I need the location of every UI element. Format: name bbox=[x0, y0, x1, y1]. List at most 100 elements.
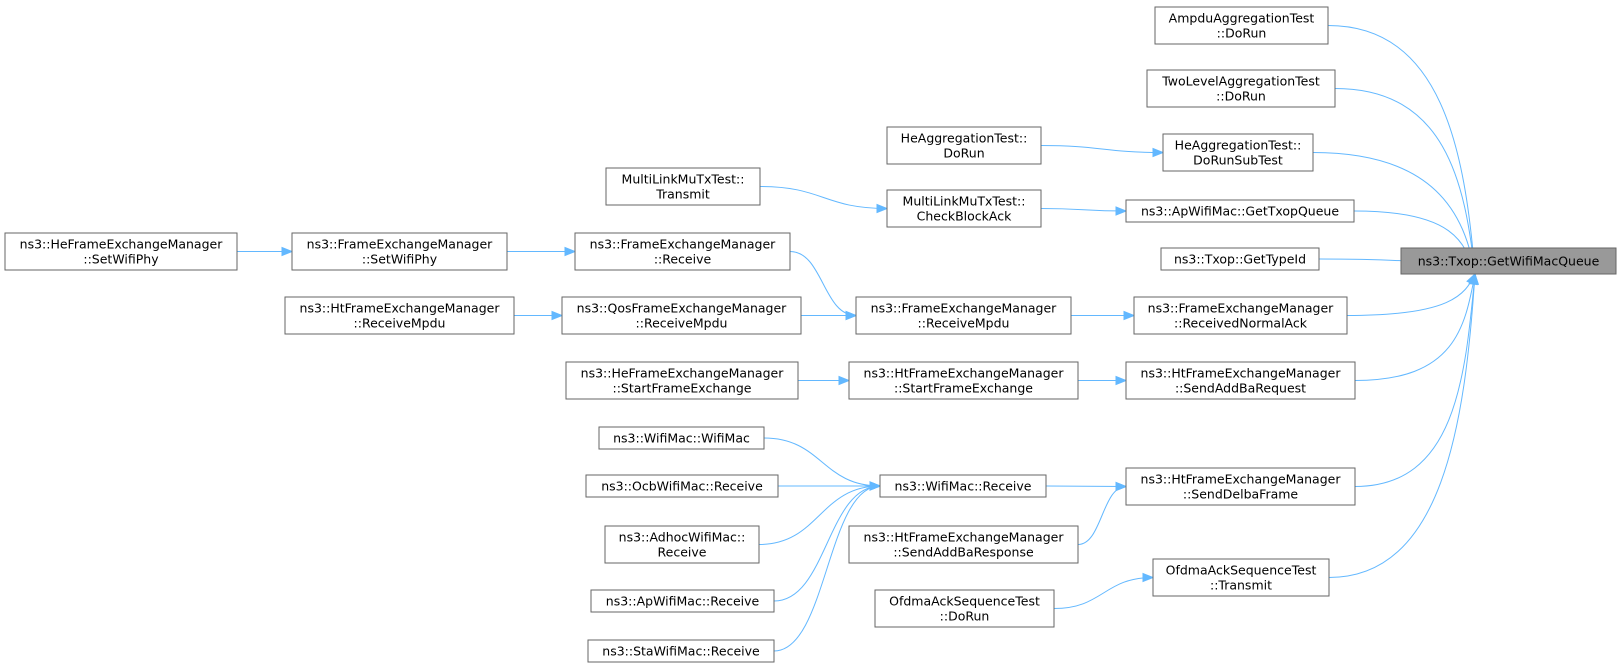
node-label-line: AmpduAggregationTest bbox=[1169, 11, 1315, 26]
arrowhead bbox=[838, 375, 851, 386]
node-ofdma-dorun[interactable]: OfdmaAckSequenceTest::DoRun bbox=[874, 589, 1055, 628]
node-box bbox=[605, 167, 761, 206]
node-label-line: ns3::QosFrameExchangeManager bbox=[577, 301, 787, 316]
node-wifimac-ctor[interactable]: ns3::WifiMac::WifiMac bbox=[598, 426, 765, 450]
node-label-line: MultiLinkMuTxTest:: bbox=[622, 172, 745, 187]
node-hefem-start[interactable]: ns3::HeFrameExchangeManager::StartFrameE… bbox=[565, 361, 799, 400]
node-wifimac-receive[interactable]: ns3::WifiMac::Receive bbox=[879, 474, 1047, 498]
node-label-line: ns3::HtFrameExchangeManager bbox=[300, 301, 501, 316]
node-label-line: ::ReceiveMpdu bbox=[636, 316, 728, 331]
node-apgettxop[interactable]: ns3::ApWifiMac::GetTxopQueue bbox=[1125, 199, 1355, 223]
node-label-line: ::SendDelbaFrame bbox=[1183, 487, 1299, 502]
node-hedorun[interactable]: HeAggregationTest::DoRun bbox=[886, 126, 1042, 165]
node-label-line: ns3::FrameExchangeManager bbox=[871, 301, 1057, 316]
node-box bbox=[1152, 558, 1330, 597]
arrowhead bbox=[845, 310, 858, 321]
edge-hefem-setphy-to-fem-setphy bbox=[237, 246, 294, 257]
node-hesubtest[interactable]: HeAggregationTest::DoRunSubTest bbox=[1162, 133, 1314, 172]
node-label-line: ns3::StaWifiMac::Receive bbox=[602, 644, 760, 659]
node-ap-receive[interactable]: ns3::ApWifiMac::Receive bbox=[590, 589, 775, 613]
node-label-line: ns3::OcbWifiMac::Receive bbox=[601, 479, 763, 494]
node-label-line: ::DoRun bbox=[1217, 26, 1267, 41]
node-htfem-sendaddba[interactable]: ns3::HtFrameExchangeManager::SendAddBaRe… bbox=[1125, 361, 1356, 400]
edge-fem-recvmpdu-to-fem-recvack bbox=[1070, 310, 1136, 321]
node-fem-recvack[interactable]: ns3::FrameExchangeManager::ReceivedNorma… bbox=[1133, 296, 1348, 335]
node-layer: ns3::Txop::GetWifiMacQueue AmpduAggregati… bbox=[4, 6, 1617, 663]
node-label-line: ::Transmit bbox=[1210, 578, 1272, 593]
edge-mltransmit-to-mlcheck bbox=[759, 186, 889, 214]
node-box bbox=[1400, 247, 1617, 275]
root-node[interactable]: ns3::Txop::GetWifiMacQueue bbox=[1400, 247, 1617, 275]
node-ofdma-transmit[interactable]: OfdmaAckSequenceTest::Transmit bbox=[1152, 558, 1330, 597]
node-box bbox=[291, 232, 508, 271]
edge-hedorun-to-hesubtest bbox=[1040, 145, 1165, 158]
node-twolevel[interactable]: TwoLevelAggregationTest::DoRun bbox=[1146, 69, 1336, 108]
node-sta-receive[interactable]: ns3::StaWifiMac::Receive bbox=[587, 639, 775, 663]
node-mltransmit[interactable]: MultiLinkMuTxTest::Transmit bbox=[605, 167, 761, 206]
edge-fem-setphy-to-fem-receive bbox=[507, 246, 577, 257]
node-fem-recvmpdu[interactable]: ns3::FrameExchangeManager::ReceiveMpdu bbox=[855, 296, 1072, 335]
arrowhead bbox=[1115, 481, 1128, 492]
node-box bbox=[587, 639, 775, 663]
node-box bbox=[886, 189, 1042, 228]
node-box bbox=[585, 474, 779, 498]
node-label-line: ns3::WifiMac::WifiMac bbox=[613, 431, 750, 446]
node-label-line: ::DoRun bbox=[940, 609, 990, 624]
node-txopgettype[interactable]: ns3::Txop::GetTypeId bbox=[1160, 247, 1320, 271]
edge-wifimac-ctor-to-wifimac-receive bbox=[763, 437, 882, 491]
node-label-line: ns3::AdhocWifiMac:: bbox=[619, 530, 746, 545]
node-box bbox=[598, 426, 765, 450]
node-label-line: ::SendAddBaResponse bbox=[893, 545, 1034, 560]
node-label-line: DoRunSubTest bbox=[1193, 153, 1283, 168]
node-box bbox=[1125, 199, 1355, 223]
node-htfem-start[interactable]: ns3::HtFrameExchangeManager::StartFrameE… bbox=[848, 361, 1079, 400]
node-htfem-recvmpdu[interactable]: ns3::HtFrameExchangeManager::ReceiveMpdu bbox=[284, 296, 515, 335]
node-label-line: ns3::ApWifiMac::Receive bbox=[606, 594, 760, 609]
node-label-line: ::DoRun bbox=[1216, 89, 1266, 104]
arrowhead bbox=[869, 481, 882, 491]
node-label-line: ::ReceiveMpdu bbox=[354, 316, 446, 331]
node-label-line: ::ReceiveMpdu bbox=[918, 316, 1010, 331]
edge-ofdma-dorun-to-ofdma-transmit bbox=[1053, 572, 1155, 609]
node-fem-receive[interactable]: ns3::FrameExchangeManager::Receive bbox=[574, 232, 791, 271]
node-adhoc-receive[interactable]: ns3::AdhocWifiMac::Receive bbox=[604, 525, 760, 564]
edge-twolevel-to-root bbox=[1334, 88, 1479, 276]
node-label-line: ns3::WifiMac::Receive bbox=[895, 479, 1032, 494]
node-htfem-sendaddbaresp[interactable]: ns3::HtFrameExchangeManager::SendAddBaRe… bbox=[848, 525, 1079, 564]
node-label-line: HeAggregationTest:: bbox=[901, 131, 1028, 146]
node-label-line: ns3::FrameExchangeManager bbox=[1148, 301, 1334, 316]
node-box bbox=[574, 232, 791, 271]
node-fem-setphy[interactable]: ns3::FrameExchangeManager::SetWifiPhy bbox=[291, 232, 508, 271]
node-label-line: ns3::FrameExchangeManager bbox=[590, 237, 776, 252]
node-box bbox=[1162, 133, 1314, 172]
node-label-line: ns3::HtFrameExchangeManager bbox=[1141, 366, 1342, 381]
node-box bbox=[4, 232, 238, 271]
arrowhead bbox=[551, 310, 564, 321]
node-box bbox=[886, 126, 1042, 165]
node-label-line: Transmit bbox=[655, 187, 710, 202]
node-label-line: ns3::Txop::GetTypeId bbox=[1174, 252, 1306, 267]
node-label-line: OfdmaAckSequenceTest bbox=[1166, 563, 1317, 578]
arrowhead bbox=[1115, 375, 1128, 386]
node-label-line: MultiLinkMuTxTest:: bbox=[903, 194, 1026, 209]
edge-mlcheck-to-apgettxop bbox=[1040, 206, 1128, 216]
edge-ofdma-transmit-to-root bbox=[1328, 272, 1480, 578]
node-box bbox=[1125, 467, 1356, 506]
edge-htfem-sendaddba-to-root bbox=[1354, 272, 1478, 381]
node-label-line: TwoLevelAggregationTest bbox=[1161, 74, 1320, 89]
node-mlcheck[interactable]: MultiLinkMuTxTest::CheckBlockAck bbox=[886, 189, 1042, 228]
arrowhead bbox=[1152, 147, 1165, 158]
arrowhead bbox=[1142, 572, 1155, 583]
node-box bbox=[848, 361, 1079, 400]
node-label-line: ::SendAddBaRequest bbox=[1175, 381, 1306, 396]
node-hefem-setphy[interactable]: ns3::HeFrameExchangeManager::SetWifiPhy bbox=[4, 232, 238, 271]
edge-htfem-start-to-htfem-sendaddba bbox=[1078, 375, 1128, 386]
node-ampdu[interactable]: AmpduAggregationTest::DoRun bbox=[1154, 6, 1329, 45]
node-ocb-receive[interactable]: ns3::OcbWifiMac::Receive bbox=[585, 474, 779, 498]
node-qosfem-recvmpdu[interactable]: ns3::QosFrameExchangeManager::ReceiveMpd… bbox=[561, 296, 802, 335]
edge-fem-recvack-to-root bbox=[1346, 272, 1476, 316]
node-htfem-senddelba[interactable]: ns3::HtFrameExchangeManager::SendDelbaFr… bbox=[1125, 467, 1356, 506]
arrowhead bbox=[281, 246, 294, 257]
edge-ocb-receive-to-wifimac-receive bbox=[778, 481, 882, 491]
